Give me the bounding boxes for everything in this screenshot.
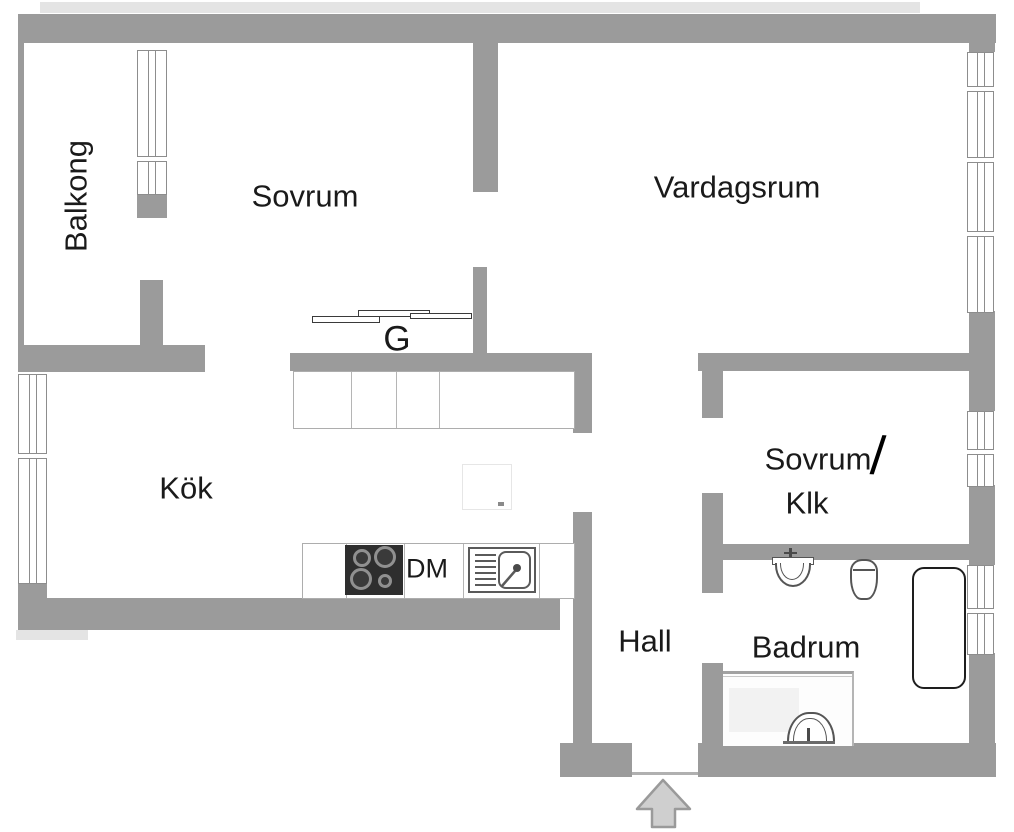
wall-klk-west-b	[702, 493, 723, 593]
wall-right	[969, 43, 995, 52]
bathtub-icon	[912, 567, 966, 689]
wall-sovrum-vardagsrum-upper	[473, 43, 498, 192]
room-label-kok: Kök	[159, 470, 213, 506]
wall-shadow	[16, 630, 88, 640]
wall-balcony-mid	[137, 193, 167, 218]
room-label-badrum: Badrum	[751, 629, 861, 665]
room-label-sovrum-klk-line1: Sovrum	[764, 441, 872, 477]
kitchen-sink-icon	[468, 547, 536, 593]
wall-closet-south	[290, 353, 592, 371]
balcony-railing	[18, 43, 24, 345]
toilet-icon	[850, 559, 878, 600]
entrance-arrow-icon	[635, 778, 692, 829]
sliding-door-icon	[410, 313, 472, 319]
wall-balcony-lower	[140, 280, 163, 346]
wall-kitchen-ne	[573, 371, 592, 433]
wall-bottom-kitchen	[18, 598, 560, 630]
room-label-sovrum: Sovrum	[251, 178, 359, 214]
wall-bottom-hall-right	[698, 743, 996, 777]
wall-sovrum-vardagsrum-lower	[473, 267, 487, 359]
slash-mark: /	[868, 425, 888, 487]
wall-right	[969, 311, 995, 411]
sliding-door-icon	[312, 316, 380, 323]
wall-shadow	[40, 2, 920, 13]
wall-right	[969, 485, 995, 565]
wall-badrum-west	[702, 663, 723, 743]
bathroom-sink-icon	[783, 712, 835, 744]
wall-kitchen-top	[18, 345, 205, 372]
faint-cabinet-outline	[462, 464, 512, 510]
wall-klk-west-a	[702, 371, 723, 418]
window-icon	[967, 565, 994, 655]
window-icon	[967, 52, 994, 313]
wall-badrum-north	[723, 544, 969, 560]
wall-bottom-hall-left	[560, 743, 632, 777]
wall-hall-west	[573, 512, 592, 743]
stove-icon	[345, 545, 403, 595]
entrance-threshold	[632, 772, 698, 775]
bathroom-sink-icon	[772, 548, 814, 588]
wall-left-corner	[18, 582, 47, 599]
window-icon	[18, 374, 47, 584]
room-label-balkong: Balkong	[58, 139, 94, 253]
faint-cabinet-outline	[498, 502, 504, 506]
wall-vardagsrum-south	[698, 353, 970, 371]
appliance-label-dm: DM	[406, 553, 448, 584]
room-label-sovrum-klk-line2: Klk	[785, 485, 829, 521]
balcony-door-window-icon	[137, 50, 167, 195]
room-label-garderob: G	[383, 319, 411, 359]
room-label-hall: Hall	[618, 623, 672, 659]
room-label-vardagsrum: Vardagsrum	[653, 169, 821, 205]
window-icon	[967, 411, 994, 487]
wall-top	[18, 14, 996, 43]
kitchen-upper-cabinets	[293, 371, 575, 429]
